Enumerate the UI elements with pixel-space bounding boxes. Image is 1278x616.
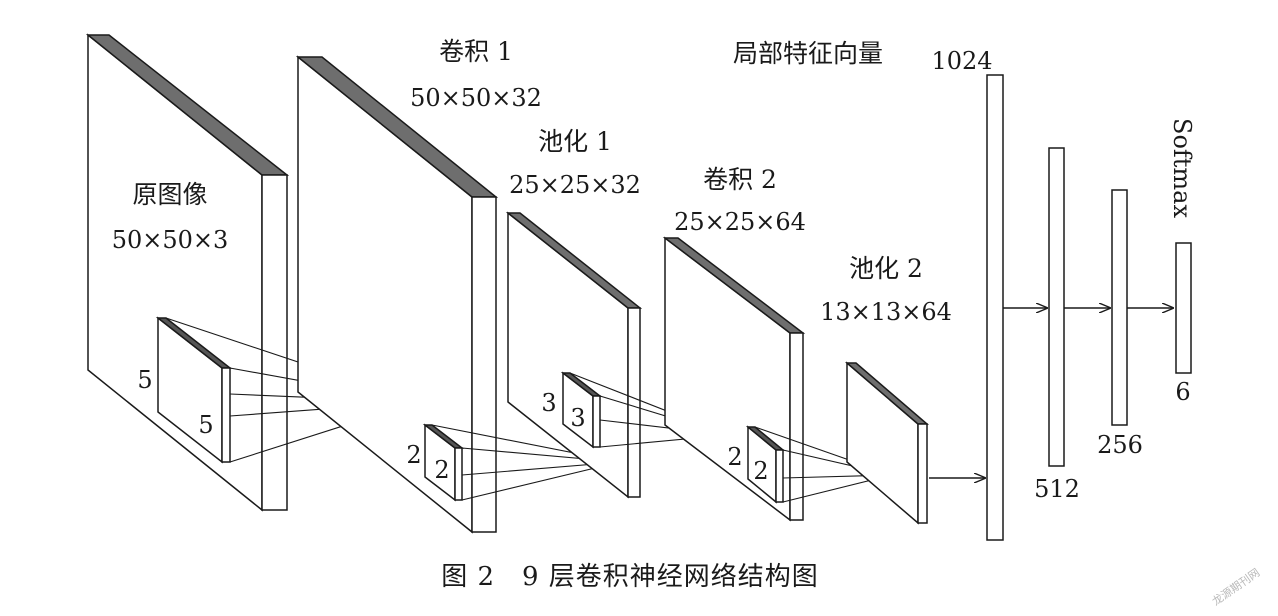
- conv2-dims: 25×25×64: [674, 208, 806, 236]
- softmax-label: Softmax: [1168, 118, 1196, 218]
- fc3-size: 256: [1097, 431, 1143, 459]
- conv2-name: 卷积 2: [703, 165, 777, 194]
- conv1-feature-map: [295, 55, 499, 534]
- fc1-size: 1024: [931, 47, 992, 75]
- pool2-name: 池化 2: [849, 254, 923, 283]
- kernel-2x2-a: [422, 423, 621, 502]
- figure-caption: 图 2 9 层卷积神经网络结构图: [441, 562, 819, 592]
- output-size: 6: [1175, 378, 1190, 406]
- pool1-dims: 25×25×32: [509, 171, 641, 199]
- input-feature-map: [85, 33, 290, 512]
- watermark: 龙源期刊网: [1209, 565, 1262, 608]
- pool2-feature-map: [844, 361, 930, 525]
- pool1-name: 池化 1: [538, 127, 612, 156]
- kernel2-height: 2: [406, 441, 421, 469]
- fc1-layer: [986, 74, 1004, 541]
- input-dims: 50×50×3: [112, 226, 229, 254]
- kernel1-width: 5: [198, 411, 213, 439]
- conv1-dims: 50×50×32: [410, 84, 542, 112]
- kernel3-height: 3: [541, 389, 556, 417]
- fc-title: 局部特征向量: [733, 39, 883, 68]
- kernel1-height: 5: [137, 366, 152, 394]
- fc2-size: 512: [1034, 475, 1080, 503]
- kernel4-width: 2: [753, 457, 768, 485]
- pool2-dims: 13×13×64: [820, 298, 952, 326]
- input-name: 原图像: [132, 180, 207, 209]
- fc3-layer: [1111, 189, 1128, 426]
- conv1-name: 卷积 1: [439, 37, 513, 66]
- fc2-layer: [1048, 147, 1065, 467]
- kernel4-height: 2: [727, 443, 742, 471]
- kernel3-width: 3: [570, 404, 585, 432]
- pool1-feature-map: [505, 211, 643, 499]
- kernel2-width: 2: [434, 456, 449, 484]
- softmax-layer: [1175, 242, 1192, 374]
